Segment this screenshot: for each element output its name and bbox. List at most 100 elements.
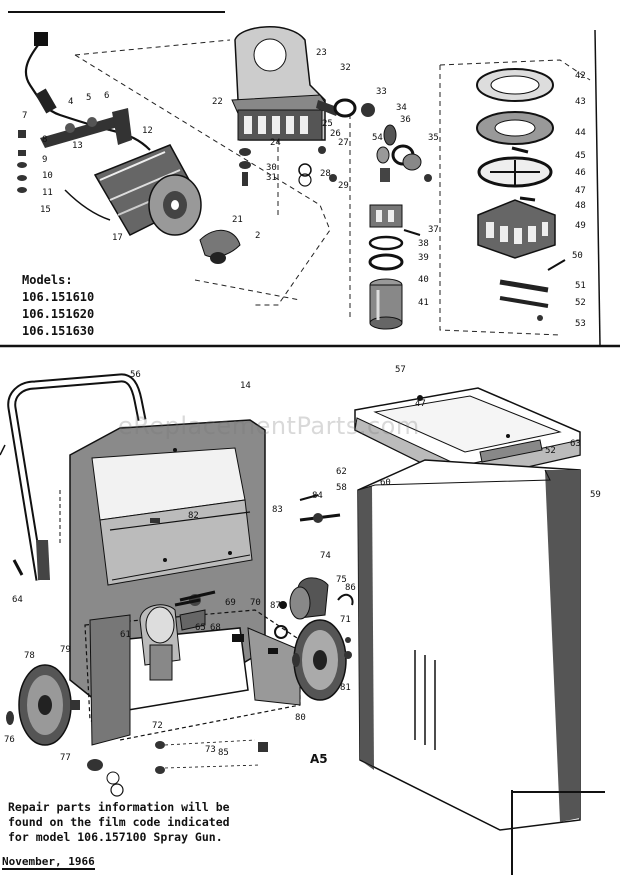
callout-number: 40 xyxy=(418,275,429,285)
callout-number: 50 xyxy=(572,251,583,261)
fastener-parts xyxy=(239,100,340,186)
repair-note: Repair parts information will be found o… xyxy=(8,800,230,845)
callout-number: 25 xyxy=(322,119,333,129)
callout-number: 59 xyxy=(590,490,601,500)
callout-number: 2 xyxy=(255,231,260,241)
callout-number: 62 xyxy=(336,467,347,477)
callout-number: 26 xyxy=(330,129,341,139)
callout-number: 21 xyxy=(232,215,243,225)
callout-number: 65 xyxy=(195,623,206,633)
callout-number: 17 xyxy=(112,233,123,243)
callout-number: 79 xyxy=(60,645,71,655)
wheel-left xyxy=(6,664,80,746)
callout-number: 24 xyxy=(270,138,281,148)
callout-number: 61 xyxy=(120,630,131,640)
model-number: 106.151610 xyxy=(22,290,95,304)
callout-number: 23 xyxy=(316,48,327,58)
accessory-parts xyxy=(150,494,354,639)
model-number: 106.151630 xyxy=(22,324,95,338)
base-bolts xyxy=(87,741,268,774)
callout-number: 4 xyxy=(68,97,73,107)
date-stamp: November, 1966 xyxy=(2,855,95,870)
valve-plate-stack xyxy=(476,68,566,321)
callout-number: 34 xyxy=(396,103,407,113)
callout-number: 70 xyxy=(250,598,261,608)
callout-number: 42 xyxy=(575,71,586,81)
pump-unit xyxy=(139,594,206,681)
callout-number: 81 xyxy=(340,683,351,693)
models-heading: Models: xyxy=(22,273,73,287)
callout-number: 44 xyxy=(575,128,586,138)
view-marker: A5 xyxy=(310,752,328,766)
callout-number: 56 xyxy=(130,370,141,380)
callout-number: 41 xyxy=(418,298,429,308)
callout-number: 22 xyxy=(212,97,223,107)
callout-number: 43 xyxy=(575,97,586,107)
callout-number: 33 xyxy=(376,87,387,97)
cylinder-stack xyxy=(368,204,421,330)
callout-number: 85 xyxy=(218,748,229,758)
callout-number: 7 xyxy=(22,111,27,121)
callout-number: 39 xyxy=(418,253,429,263)
callout-number: 48 xyxy=(575,201,586,211)
callout-number: 11 xyxy=(42,188,53,198)
callout-number: 54 xyxy=(372,133,383,143)
pump-housing xyxy=(231,26,331,141)
callout-number: 82 xyxy=(188,511,199,521)
callout-number: 52 xyxy=(575,298,586,308)
callout-number: 36 xyxy=(400,115,411,125)
repair-note-line: for model 106.157100 Spray Gun. xyxy=(8,830,223,844)
repair-note-line: found on the film code indicated xyxy=(8,815,230,829)
assembly-leader-lines xyxy=(74,39,591,336)
callout-number: 6 xyxy=(104,91,109,101)
callout-number: 72 xyxy=(152,721,163,731)
callout-number: 14 xyxy=(240,381,251,391)
callout-number: 49 xyxy=(575,221,586,231)
callout-number: 35 xyxy=(428,133,439,143)
callout-number: 60 xyxy=(380,478,391,488)
callout-number: 27 xyxy=(338,138,349,148)
callout-number: 47 xyxy=(415,399,426,409)
callout-number: 29 xyxy=(338,181,349,191)
tank-body xyxy=(357,459,605,875)
callout-number: 69 xyxy=(225,598,236,608)
callout-number: 86 xyxy=(345,583,356,593)
callout-number: 15 xyxy=(40,205,51,215)
callout-number: 5 xyxy=(86,93,91,103)
callout-number: 71 xyxy=(340,615,351,625)
callout-number: 47 xyxy=(575,186,586,196)
callout-number: 58 xyxy=(336,483,347,493)
repair-note-line: Repair parts information will be xyxy=(8,800,230,814)
callout-number: 83 xyxy=(272,505,283,515)
model-number: 106.151620 xyxy=(22,307,95,321)
callout-number: 31 xyxy=(266,173,277,183)
models-block: Models: 106.151610 106.151620 106.151630 xyxy=(22,272,94,340)
callout-number: 51 xyxy=(575,281,586,291)
callout-number: 57 xyxy=(395,365,406,375)
callout-number: 53 xyxy=(575,319,586,329)
callout-number: 13 xyxy=(72,141,83,151)
callout-number: 12 xyxy=(142,126,153,136)
callout-number: 84 xyxy=(312,491,323,501)
callout-number: 78 xyxy=(24,651,35,661)
bushing-stack xyxy=(333,98,432,182)
callout-number: 9 xyxy=(42,155,47,165)
callout-number: 10 xyxy=(42,171,53,181)
callout-number: 32 xyxy=(340,63,351,73)
plug-icon xyxy=(34,32,48,46)
wheel-right xyxy=(292,619,352,701)
callout-number: 80 xyxy=(295,713,306,723)
callout-number: 76 xyxy=(4,735,15,745)
callout-number: 74 xyxy=(320,551,331,561)
callout-number: 63 xyxy=(570,439,581,449)
callout-number: 38 xyxy=(418,239,429,249)
callout-number: 68 xyxy=(210,623,221,633)
callout-number: 87 xyxy=(270,601,281,611)
switch-parts xyxy=(17,108,132,193)
callout-number: 46 xyxy=(575,168,586,178)
callout-number: 30 xyxy=(266,163,277,173)
callout-number: 77 xyxy=(60,753,71,763)
